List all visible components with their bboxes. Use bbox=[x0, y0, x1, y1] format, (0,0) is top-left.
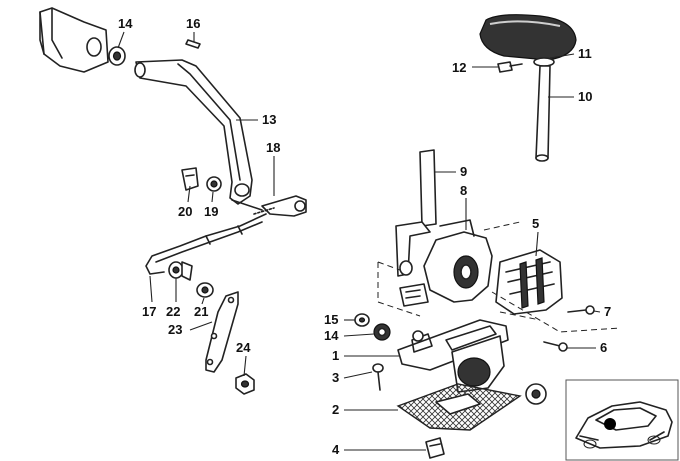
callout-labels: 14 16 13 18 20 19 17 22 21 23 24 11 12 1… bbox=[118, 16, 611, 457]
washer-part-22 bbox=[168, 261, 193, 281]
callout-18: 18 bbox=[266, 140, 280, 155]
callout-8: 8 bbox=[460, 183, 467, 198]
bushing-part-21 bbox=[196, 282, 214, 298]
screw-part-7 bbox=[567, 305, 595, 315]
grommet bbox=[525, 383, 547, 405]
callout-6: 6 bbox=[600, 340, 607, 355]
callout-15: 15 bbox=[324, 312, 338, 327]
shift-knob-part-11 bbox=[479, 14, 577, 67]
bushing-part-14-right bbox=[373, 323, 391, 341]
callout-16: 16 bbox=[186, 16, 200, 31]
clip-part-20 bbox=[181, 167, 199, 191]
callout-21: 21 bbox=[194, 304, 208, 319]
callout-1: 1 bbox=[332, 348, 339, 363]
screw-part-12 bbox=[497, 61, 523, 73]
callout-4: 4 bbox=[332, 442, 340, 457]
callout-12: 12 bbox=[452, 60, 466, 75]
leader-lines bbox=[117, 31, 601, 451]
callout-14: 14 bbox=[118, 16, 133, 31]
gate-plate-part-8 bbox=[423, 219, 493, 303]
gasket-part-2 bbox=[396, 383, 522, 431]
callout-11: 11 bbox=[578, 46, 592, 61]
bushing-part-14 bbox=[108, 46, 126, 66]
pin-part-16 bbox=[185, 39, 201, 49]
clip-part-4 bbox=[425, 437, 445, 459]
shift-arm-part-13 bbox=[134, 59, 253, 205]
callout-5: 5 bbox=[532, 216, 539, 231]
callout-13: 13 bbox=[262, 112, 276, 127]
shifter-housing-part-1 bbox=[397, 319, 509, 393]
screw-part-6 bbox=[543, 341, 568, 352]
right-shifter-assembly bbox=[354, 14, 621, 459]
bracket-part-23 bbox=[205, 291, 239, 373]
callout-7: 7 bbox=[604, 304, 611, 319]
adjusting-link-part-18 bbox=[231, 195, 307, 217]
nut-part-15 bbox=[354, 313, 370, 327]
bushing-part-19 bbox=[206, 176, 222, 192]
callout-23: 23 bbox=[168, 322, 182, 337]
callout-22: 22 bbox=[166, 304, 180, 319]
callout-17: 17 bbox=[142, 304, 156, 319]
callout-2: 2 bbox=[332, 402, 339, 417]
callout-10: 10 bbox=[578, 89, 592, 104]
car-location-thumbnail bbox=[565, 379, 679, 461]
lever-base-part-9 bbox=[395, 149, 437, 277]
callout-24: 24 bbox=[236, 340, 251, 355]
callout-14-right: 14 bbox=[324, 328, 339, 343]
callout-3: 3 bbox=[332, 370, 339, 385]
left-linkage-assembly bbox=[39, 7, 307, 395]
alignment-dashes bbox=[377, 221, 621, 333]
screw-part-3 bbox=[372, 363, 384, 391]
callout-20: 20 bbox=[178, 204, 192, 219]
connector-plug bbox=[399, 283, 429, 307]
callout-9: 9 bbox=[460, 164, 467, 179]
position-indicator-part-5 bbox=[495, 249, 563, 315]
nut-part-24 bbox=[235, 373, 255, 395]
shift-lever-part-10 bbox=[535, 65, 551, 162]
location-marker-icon bbox=[604, 418, 616, 430]
transmission-housing-fragment bbox=[39, 7, 109, 73]
selector-rod-part-17 bbox=[145, 213, 267, 275]
callout-19: 19 bbox=[204, 204, 218, 219]
